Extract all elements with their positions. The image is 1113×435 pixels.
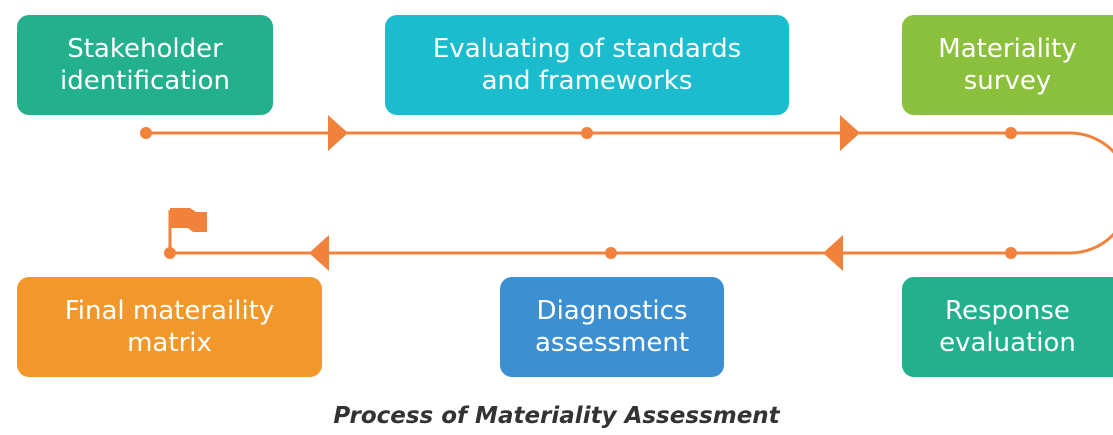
step-label: Response evaluation (939, 296, 1076, 358)
diagram-caption: Process of Materiality Assessment (333, 403, 780, 429)
step-final-materiality-matrix: Final materaility matrix (17, 277, 322, 377)
step-dot (1005, 127, 1017, 139)
flag-icon (168, 208, 207, 253)
step-response-evaluation: Response evaluation (902, 277, 1113, 377)
step-dot (1005, 247, 1017, 259)
arrow-right-icon (840, 115, 860, 151)
step-dot (605, 247, 617, 259)
step-label: Final materaility matrix (64, 296, 275, 358)
step-label: Diagnostics assessment (534, 296, 690, 358)
arrow-right-icon (328, 115, 348, 151)
step-evaluating-standards: Evaluating of standards and frameworks (385, 15, 789, 115)
step-label: Materiality survey (938, 34, 1077, 96)
step-diagnostics-assessment: Diagnostics assessment (500, 277, 724, 377)
arrow-left-icon (823, 235, 843, 271)
step-label: Stakeholder identification (59, 34, 231, 96)
connector-line (146, 131, 1113, 255)
arrow-left-icon (309, 235, 329, 271)
step-label: Evaluating of standards and frameworks (432, 34, 742, 96)
step-stakeholder-identification: Stakeholder identification (17, 15, 273, 115)
step-materiality-survey: Materiality survey (902, 15, 1113, 115)
step-dot (581, 127, 593, 139)
step-dot (140, 127, 152, 139)
